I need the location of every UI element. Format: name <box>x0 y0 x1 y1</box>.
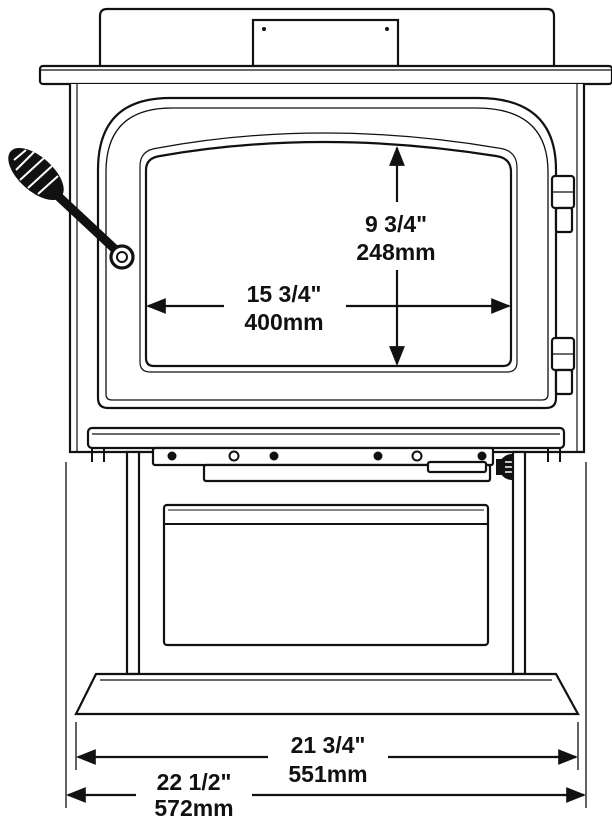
overall-width-imperial: 22 1/2" <box>157 769 232 795</box>
top-plate <box>38 64 612 86</box>
glass-height-imperial: 9 3/4" <box>365 211 427 237</box>
ash-pan-box <box>162 503 490 647</box>
base-width-metric: 551mm <box>288 761 367 787</box>
pedestal-left-leg <box>125 450 141 676</box>
glass-width-metric: 400mm <box>244 309 323 335</box>
pedestal-right-leg <box>511 450 527 676</box>
door-hinge-icon <box>550 174 576 234</box>
glass-width-imperial: 15 3/4" <box>247 281 322 307</box>
ash-lip <box>86 426 566 450</box>
glass-height-metric: 248mm <box>356 239 435 265</box>
pedestal-base <box>74 672 580 716</box>
flue-bolt <box>262 27 266 31</box>
flue-plate <box>251 18 400 68</box>
door-hinge-icon <box>550 336 576 396</box>
base-width-imperial: 21 3/4" <box>291 732 366 758</box>
flue-bolt <box>385 27 389 31</box>
door-handle-icon[interactable] <box>0 139 135 270</box>
overall-width-metric: 572mm <box>154 795 233 821</box>
